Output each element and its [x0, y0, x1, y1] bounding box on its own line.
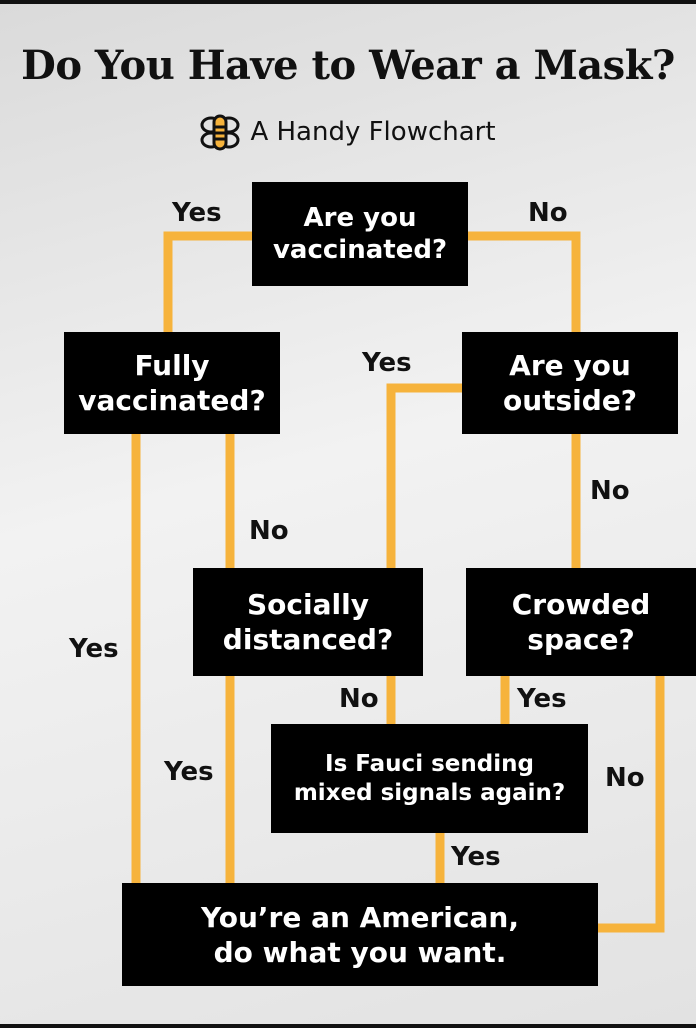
bee-icon — [200, 114, 240, 151]
edge-label-crowded-yes: Yes — [517, 684, 567, 714]
connector-crowded-no — [598, 676, 665, 933]
edge-label-outside-no: No — [590, 476, 630, 506]
node-american-do-what-you-want: You’re an American, do what you want. — [122, 883, 598, 986]
node-fully-vaccinated: Fully vaccinated? — [64, 332, 280, 434]
edge-label-crowded-no: No — [605, 763, 645, 793]
connector-vaccinated-yes — [163, 231, 252, 332]
node-are-you-vaccinated: Are you vaccinated? — [252, 182, 468, 286]
edge-label-vaccinated-yes: Yes — [172, 198, 222, 228]
page-title: Do You Have to Wear a Mask? — [21, 42, 675, 89]
connector-outside-yes — [386, 383, 462, 568]
edge-label-outside-yes: Yes — [362, 348, 412, 378]
node-are-you-outside: Are you outside? — [462, 332, 678, 434]
subtitle-row: A Handy Flowchart — [0, 112, 696, 152]
edge-label-fully-yes: Yes — [69, 634, 119, 664]
node-fauci-mixed-signals: Is Fauci sending mixed signals again? — [271, 724, 588, 833]
edge-label-vaccinated-no: No — [528, 198, 568, 228]
edge-label-social-no: No — [339, 684, 379, 714]
connector-vaccinated-no — [468, 231, 581, 332]
page-subtitle: A Handy Flowchart — [250, 117, 496, 147]
edge-label-social-yes: Yes — [164, 757, 214, 787]
edge-label-fully-no: No — [249, 516, 289, 546]
edge-label-fauci-yes: Yes — [451, 842, 501, 872]
node-crowded-space: Crowded space? — [466, 568, 696, 676]
node-socially-distanced: Socially distanced? — [193, 568, 423, 676]
